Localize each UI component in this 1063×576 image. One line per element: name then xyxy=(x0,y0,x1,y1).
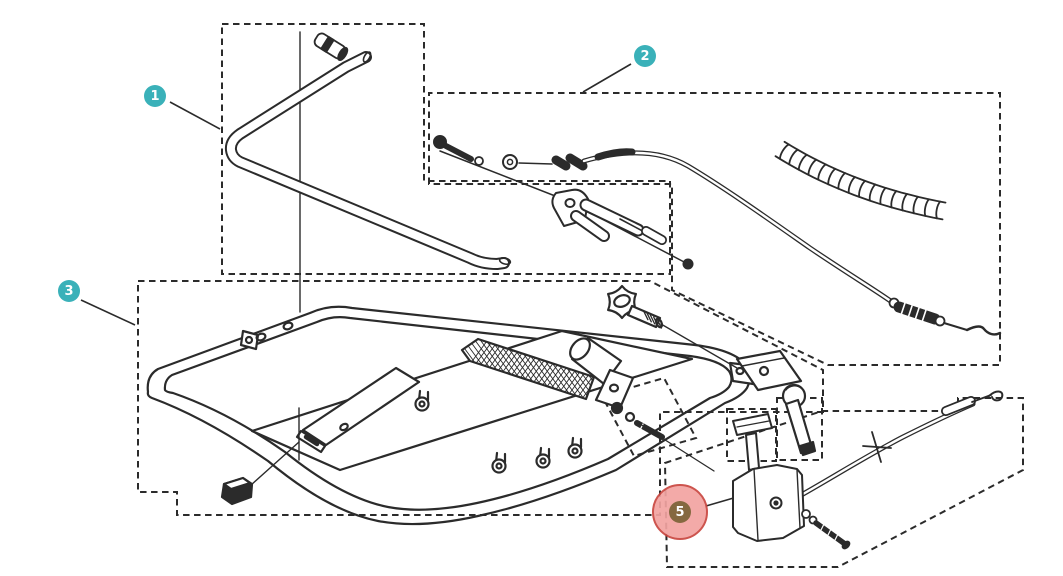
group-box-5[interactable] xyxy=(663,397,1024,568)
callout-2[interactable]: 2 xyxy=(634,45,656,67)
group-box-1[interactable] xyxy=(221,23,671,275)
callout-3[interactable]: 3 xyxy=(58,280,80,302)
callout-3-label: 3 xyxy=(64,283,74,299)
handlebar-assembly-art xyxy=(224,32,694,270)
callout-2-label: 2 xyxy=(640,48,650,64)
group-box-3[interactable] xyxy=(137,280,824,516)
callout-leader-lines xyxy=(80,63,738,507)
callout-5-halo[interactable]: 5 xyxy=(652,484,708,540)
callout-5[interactable]: 5 xyxy=(669,501,691,523)
group-box-plunger[interactable] xyxy=(726,408,777,462)
callout-5-label: 5 xyxy=(675,504,685,520)
frame-assembly-art xyxy=(146,31,817,526)
throttle-cable-assembly-art xyxy=(433,135,1002,336)
throttle-control-assembly-art xyxy=(732,390,1004,550)
callout-1-label: 1 xyxy=(150,88,160,104)
group-box-clamp-screws[interactable] xyxy=(600,376,698,458)
callout-1[interactable]: 1 xyxy=(144,85,166,107)
group-box-2[interactable] xyxy=(428,92,1001,366)
